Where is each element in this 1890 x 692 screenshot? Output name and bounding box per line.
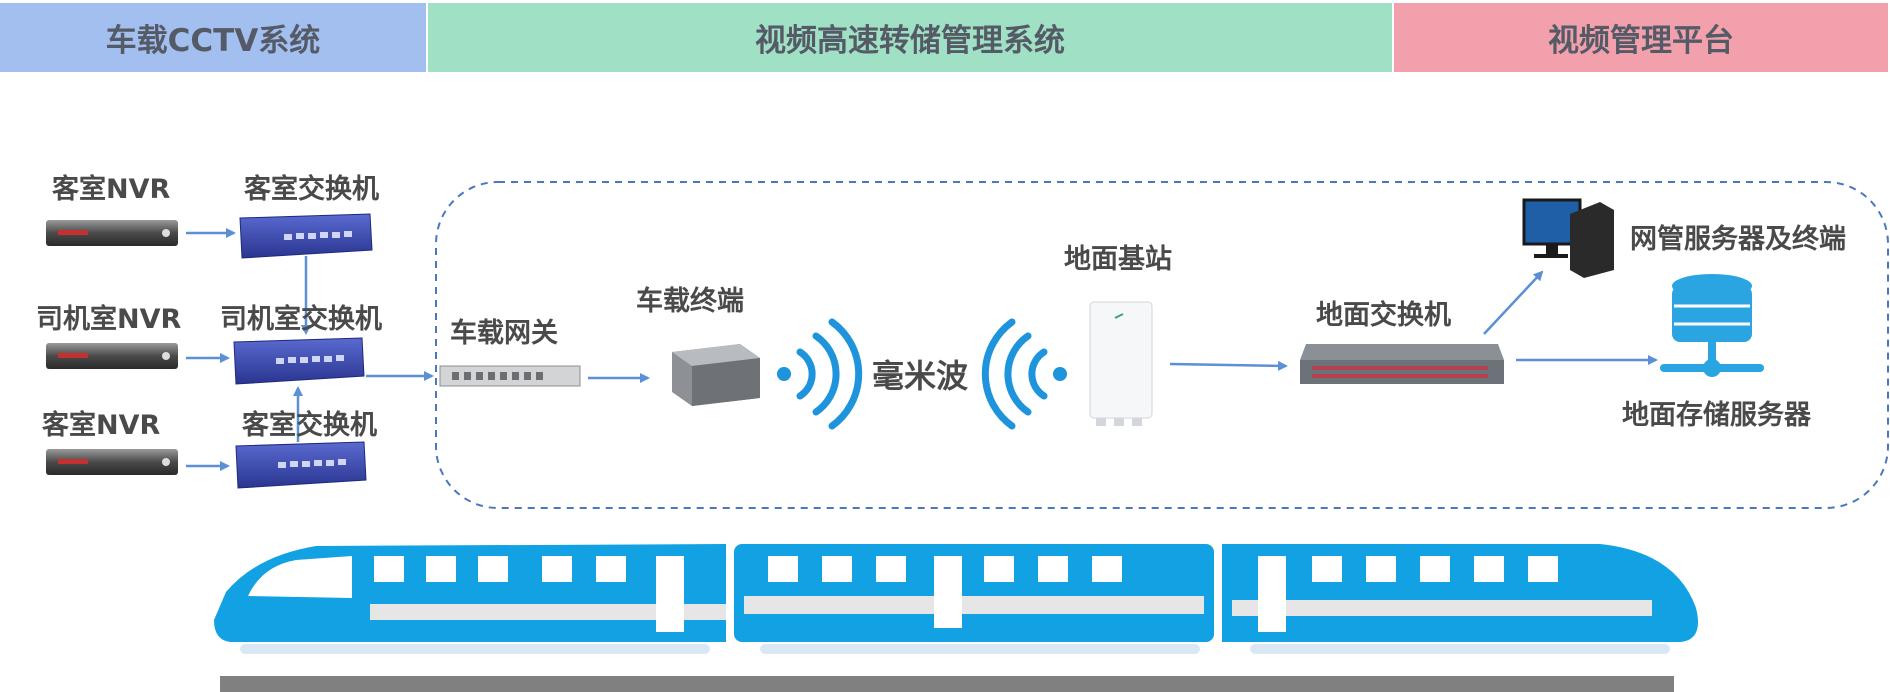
mmwave-right-icon [981,318,1067,430]
gateway-device [439,365,581,387]
band-transfer: 视频高速转储管理系统 [428,3,1392,72]
label-nvr-passenger-2: 客室NVR [42,410,161,441]
ground-system-boundary [435,181,1889,509]
label-gateway: 车载网关 [450,318,558,349]
arrow-switch-nms [1483,270,1544,335]
mmwave-left-icon [777,318,863,430]
label-switch-passenger-2: 客室交换机 [242,410,377,441]
ground-switch-device [1300,344,1504,384]
label-terminal: 车载终端 [636,286,744,317]
label-mmwave: 毫米波 [872,357,969,395]
label-base-station: 地面基站 [1064,244,1172,275]
nvr-device-1 [46,220,178,246]
label-nms: 网管服务器及终端 [1630,224,1846,255]
database-icon [1660,274,1764,377]
track [220,676,1674,692]
switch-device-2 [233,337,365,385]
label-nvr-driver: 司机室NVR [36,304,182,335]
base-station-device [1089,301,1153,426]
nvr-device-2 [46,343,178,369]
label-switch-passenger-1: 客室交换机 [244,174,379,205]
band-platform: 视频管理平台 [1394,3,1888,72]
terminal-device [672,344,760,406]
label-nvr-passenger-1: 客室NVR [52,174,171,205]
computer-icon [1522,198,1614,278]
switch-device-1 [239,213,373,259]
arrow-basestation-switch [1169,360,1288,371]
train-illustration [214,544,1698,692]
label-switch-driver: 司机室交换机 [220,304,382,335]
nvr-device-3 [46,449,178,475]
band-cctv: 车载CCTV系统 [0,3,426,72]
label-ground-switch: 地面交换机 [1316,300,1451,331]
label-storage: 地面存储服务器 [1622,400,1811,431]
switch-device-3 [235,441,367,489]
